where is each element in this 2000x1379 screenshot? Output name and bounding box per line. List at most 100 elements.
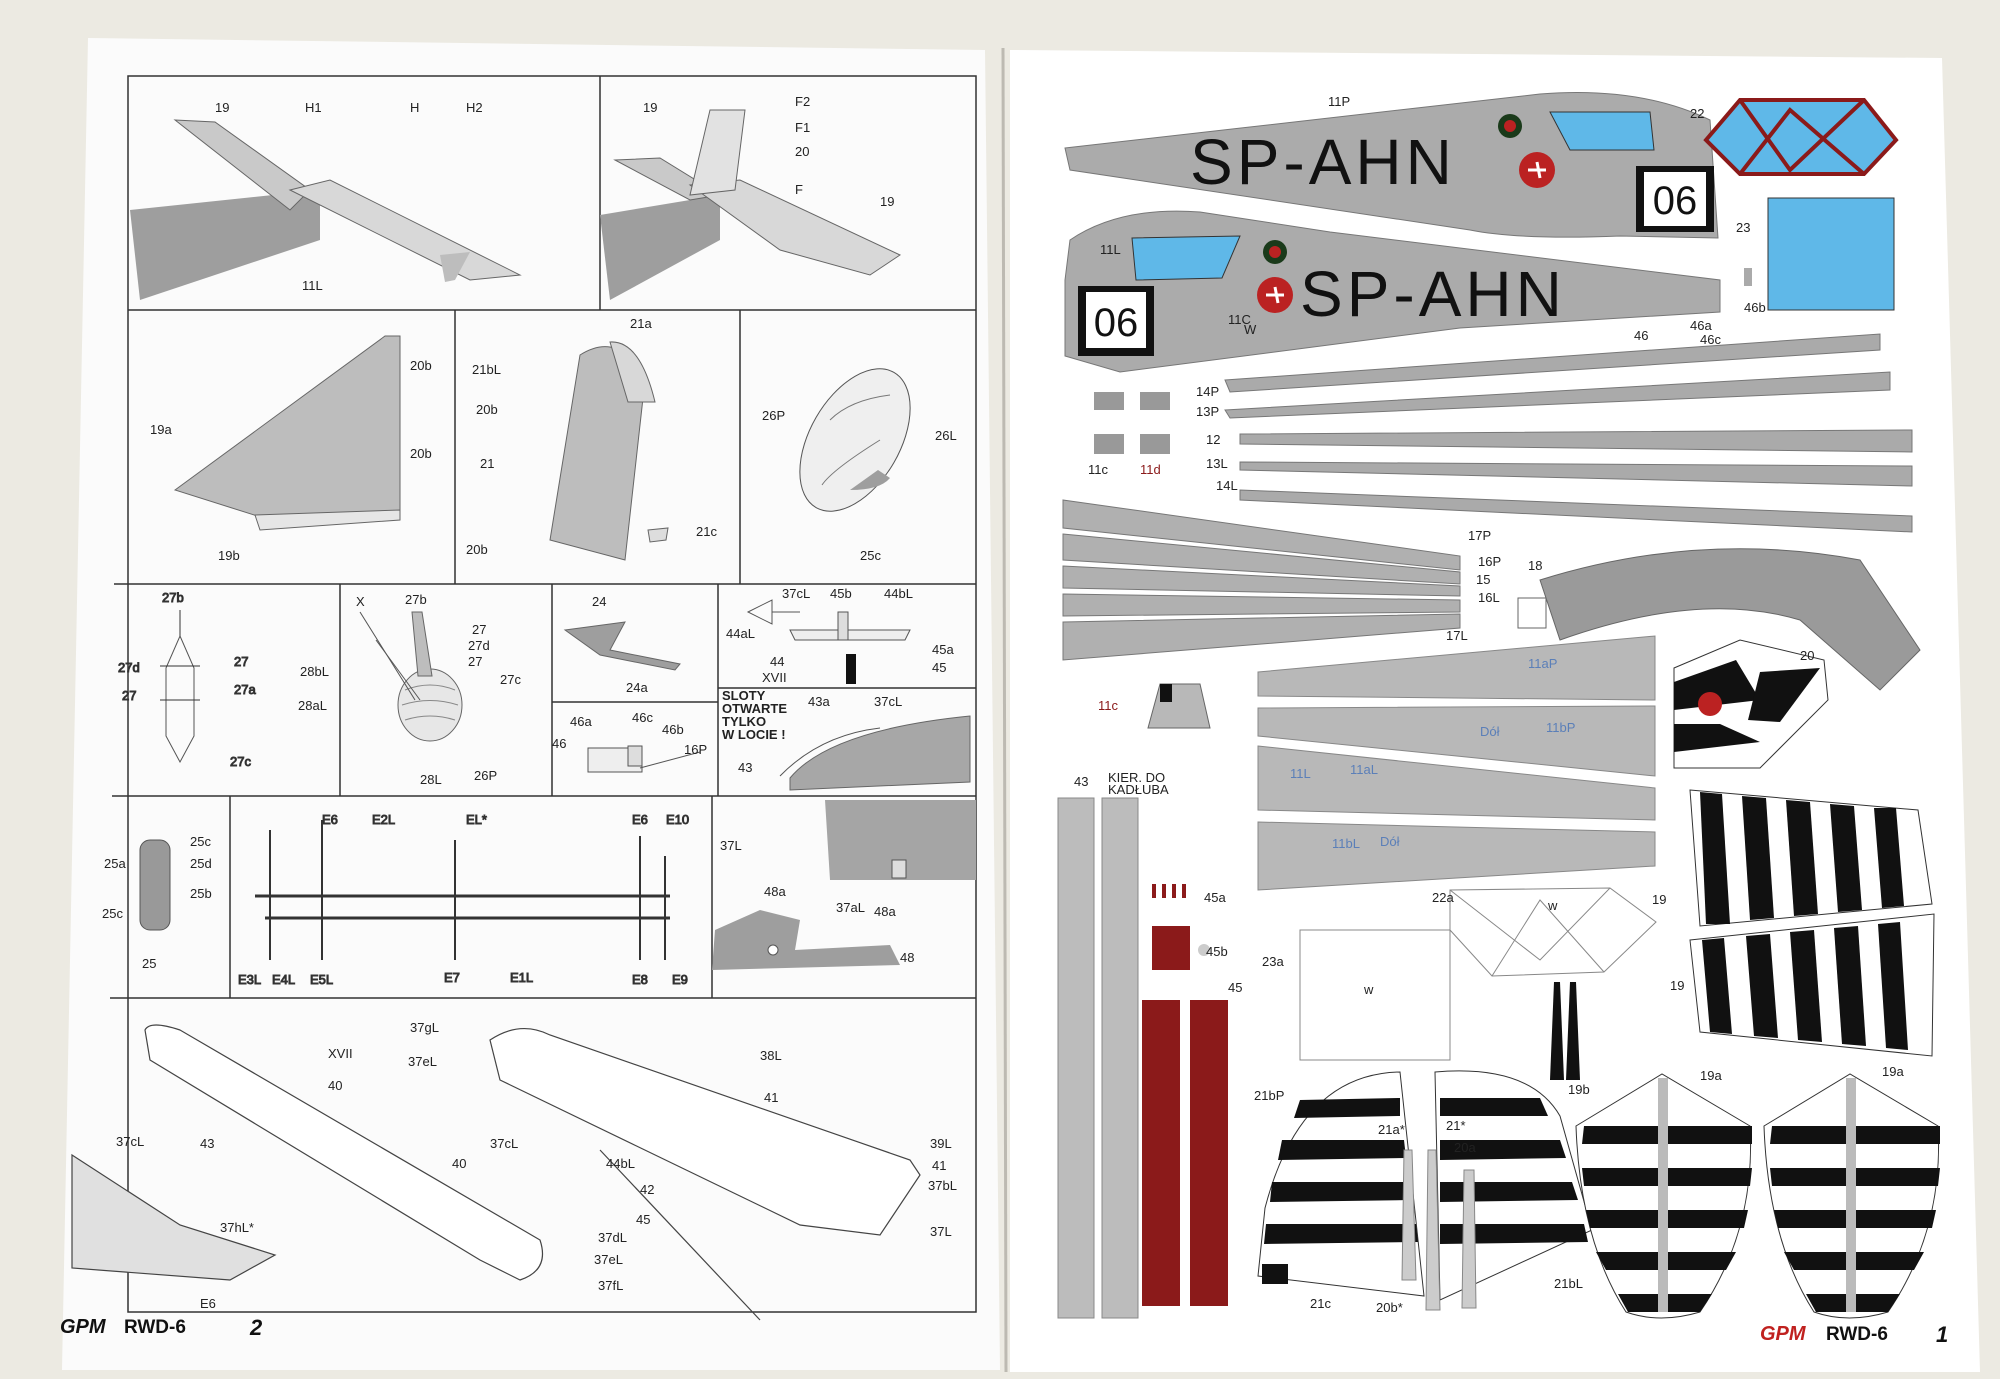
label: 19a xyxy=(1882,1064,1904,1079)
label: 20b xyxy=(410,358,432,373)
horizontal-tails xyxy=(1575,1073,1940,1319)
page-number: 2 xyxy=(249,1315,263,1340)
label: 11L xyxy=(302,278,323,293)
label: 19 xyxy=(1652,892,1666,907)
label: 12 xyxy=(1206,432,1220,447)
part-18: 18 xyxy=(1517,548,1921,691)
instruction-panels xyxy=(110,75,977,1313)
label: 46 xyxy=(552,736,566,751)
label: 37cL xyxy=(116,1134,144,1149)
label: KADŁUBA xyxy=(1108,782,1169,797)
label: 11d xyxy=(1140,462,1161,477)
label: 27 xyxy=(122,688,136,703)
right-footer: GPM RWD-6 1 xyxy=(1760,1322,1948,1347)
label: 45 xyxy=(932,660,946,675)
registration-left: SP-AHN xyxy=(1300,258,1566,330)
label: 11c xyxy=(1098,698,1118,713)
label: 25b xyxy=(190,886,212,901)
panel-elevator: 20b 19a 20b 19b xyxy=(150,335,432,563)
label: 48a xyxy=(764,884,786,899)
label: 46b xyxy=(662,722,684,737)
label: F xyxy=(795,182,803,197)
label: 27b xyxy=(405,592,427,607)
page-number-right: 1 xyxy=(1936,1322,1948,1347)
panel-46: 46a 46c 46b 46 16P xyxy=(552,710,707,773)
left-footer: GPM RWD-6 2 xyxy=(60,1315,263,1340)
label: TYLKO xyxy=(722,714,766,729)
panel-slats: SLOTY OTWARTE TYLKO W LOCIE ! 43a 37cL 4… xyxy=(722,688,971,791)
label: 42 xyxy=(640,1182,654,1197)
label: 37eL xyxy=(408,1054,437,1069)
label: 22 xyxy=(1690,106,1704,121)
part-11c: 11c xyxy=(1098,683,1211,729)
label: 44bL xyxy=(884,586,913,601)
label: 27 xyxy=(468,654,482,669)
label: 46 xyxy=(1634,328,1648,343)
brand-logo-right: GPM xyxy=(1760,1323,1807,1345)
label: 37eL xyxy=(594,1252,623,1267)
label: 37hL* xyxy=(220,1220,254,1235)
label: 45 xyxy=(1228,980,1242,995)
label: 11bL xyxy=(1332,836,1360,851)
label: 11aL xyxy=(1350,762,1378,777)
part-43: 43 KIER. DO KADŁUBA xyxy=(1057,770,1169,1319)
label: w xyxy=(1363,982,1374,997)
label: 37L xyxy=(930,1224,952,1239)
label: 21a xyxy=(630,316,652,331)
panel-fin: 19 F2 F1 20 F 19 xyxy=(600,94,902,300)
label: 20 xyxy=(795,144,809,159)
label: Dół xyxy=(1380,834,1400,849)
label: 44 xyxy=(770,654,784,669)
brand-logo: GPM xyxy=(60,1316,107,1338)
part-19-stripes: 19 19 xyxy=(1652,789,1935,1057)
model-name-right: RWD-6 xyxy=(1826,1324,1888,1345)
label: E6 xyxy=(322,812,338,827)
label: W LOCIE ! xyxy=(722,727,786,742)
label: XVII xyxy=(328,1046,353,1061)
label: OTWARTE xyxy=(722,701,787,716)
fuselage-side-right: 06 SP-AHN 11P xyxy=(1064,92,1719,239)
part-22a-23a: 22a w 23a w xyxy=(1262,887,1657,1061)
label: 23a xyxy=(1262,954,1284,969)
registration: SP-AHN xyxy=(1190,126,1456,198)
label: 27d xyxy=(468,638,490,653)
label: 20b xyxy=(476,402,498,417)
label: 19 xyxy=(215,100,229,115)
fuselage-number-left: 06 xyxy=(1094,301,1139,345)
label: 27 xyxy=(472,622,486,637)
label: 37bL xyxy=(928,1178,957,1193)
fuselage-side-left: 06 SP-AHN 11L 11C W xyxy=(1064,210,1721,373)
label: 46b xyxy=(1744,300,1766,315)
small-parts: 11c 11d xyxy=(1088,392,1170,477)
label: EL* xyxy=(466,812,487,827)
label: 37L xyxy=(720,838,742,853)
label: 25d xyxy=(190,856,212,871)
label: 14P xyxy=(1196,384,1219,399)
label: SLOTY xyxy=(722,688,766,703)
label: 45a xyxy=(932,642,954,657)
label: 21a* xyxy=(1378,1122,1405,1137)
label: 28aL xyxy=(298,698,327,713)
label: 27 xyxy=(234,654,248,669)
label: E5L xyxy=(310,972,333,987)
label: 20b xyxy=(410,446,432,461)
label: XVII xyxy=(762,670,787,685)
label: 39L xyxy=(930,1136,952,1151)
label: 45b xyxy=(1206,944,1228,959)
label: 21* xyxy=(1446,1118,1466,1133)
label: 45b xyxy=(830,586,852,601)
label: 20b* xyxy=(1376,1300,1403,1315)
panel-strut-detail: 37cL 45b 44bL 44aL 45a 44 XVII 45 xyxy=(726,586,954,685)
label: 45a xyxy=(1204,890,1226,905)
label: 11aP xyxy=(1528,656,1557,671)
label: 21bL xyxy=(1554,1276,1583,1291)
part-45: 45a 45b 45 xyxy=(1142,884,1242,1306)
panel-engine: X 27b 27 27d 27 27c 28bL 28aL 28L 26P xyxy=(298,592,521,787)
label: H2 xyxy=(466,100,483,115)
label: 25c xyxy=(102,906,123,921)
label: 41 xyxy=(764,1090,778,1105)
label: 37gL xyxy=(410,1020,439,1035)
label: 44bL xyxy=(606,1156,635,1171)
label: 11L xyxy=(1100,242,1121,257)
